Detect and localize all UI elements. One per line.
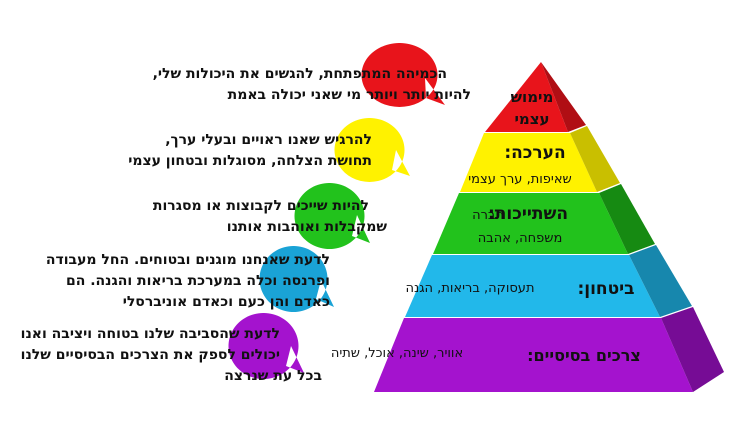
pyramid-level-3-side [599,184,655,254]
pyramid-level-5-title: צרכים בסיסיים: [527,346,641,365]
pyramid-level-2-side [570,126,620,192]
description-4-line-3: כאדם והן כעם וכאדם אוניברסלי [122,294,330,310]
speech-bubble-5-shape [228,313,304,379]
speech-bubble-3 [294,183,370,249]
description-4-line-1: לדעת שאנחנו מוגנים ובטוחים. החל מעבודה [45,252,330,268]
pyramid-level-safety: תעסוקה, בריאות, הגנה ביטחון: [405,245,692,317]
description-4-line-2: ופרנסה וכלה במערכת בריאות והגנה. הם [65,273,330,289]
pyramid-level-5-subtitle: אוויר, שינה, אוכל, שתיה [331,346,463,361]
pyramid-level-4-front [405,255,660,317]
pyramid-level-1-front [485,62,568,132]
description-5-line-1: לדעת שהסביבה שלנו בטוחה ויציבה ואנו [20,326,280,342]
pyramid-level-esteem: הערכה: שאיפות, ערך עצמי [460,126,620,192]
pyramid-level-2-subtitle: שאיפות, ערך עצמי [468,172,571,187]
pyramid-level-basic-needs: אוויר, שינה, אוכל, שתיה צרכים בסיסיים: [331,307,724,392]
pyramid-level-2-title: הערכה: [504,143,565,163]
pyramid-level-self-actualization: מימוש עצמי [485,62,586,132]
pyramid-level-3-subtitle: חברה [472,208,504,223]
speech-bubble-5 [228,313,304,379]
pyramid-level-belonging: השתייכות: חברה משפחה, אהבה [433,184,655,254]
description-2-line-1: להרגיש שאנו ראויים ובעלי ערך, [165,132,372,148]
speech-bubble-2-shape [334,118,410,182]
speech-bubble-4 [259,246,334,312]
pyramid-level-2-front [460,133,597,192]
pyramid-level-3-front [433,193,628,254]
description-safety: לדעת שאנחנו מוגנים ובטוחים. החל מעבודה ו… [46,250,330,313]
description-5-line-2: יכולים לספק את הצרכים הבסיסיים שלנו [20,347,280,363]
pyramid-level-5-side [661,307,724,392]
speech-bubble-2 [334,118,410,182]
description-esteem: להרגיש שאנו ראויים ובעלי ערך, תחושת הצלח… [128,130,372,172]
pyramid-level-1-subtitle: עצמי [514,110,549,128]
description-basic-needs: לדעת שהסביבה שלנו בטוחה ויציבה ואנו יכול… [20,324,322,387]
description-self-actualization: הכמיהה המתפתחת, להגשים את היכולות שלי, ל… [152,64,471,106]
pyramid-level-4-side [629,245,692,317]
pyramid-level-1-side [541,62,586,132]
pyramid-level-4-title: ביטחון: [577,279,634,299]
speech-bubble-3-shape [294,183,370,249]
description-1-line-2: להיות יותר ויותר מי שאני יכולה באמת [227,87,471,103]
speech-bubble-4-shape [259,246,334,312]
pyramid-level-1-title: מימוש [511,88,554,106]
pyramid-level-5-front [374,318,693,392]
speech-bubble-1 [361,43,445,107]
pyramid-level-4-subtitle: תעסוקה, בריאות, הגנה [406,281,535,296]
description-2-line-2: תחושת הצלחה, מסוגלות ובטחון עצמי [128,153,372,169]
pyramid-level-3-title: השתייכות: [488,204,568,224]
speech-bubble-1-shape [361,43,445,107]
description-3-line-2: שמקבלות ואוהבות אותנו [226,219,387,235]
description-1-line-1: הכמיהה המתפתחת, להגשים את היכולות שלי, [152,66,447,82]
description-5-line-3: בכל עת שנרצה [224,368,322,384]
pyramid-level-3-subtitle-2: משפחה, אהבה [478,231,563,246]
description-belonging: להיות שייכים לקבוצות או מסגרות שמקבלות ו… [152,196,387,238]
description-3-line-1: להיות שייכים לקבוצות או מסגרות [152,198,369,214]
